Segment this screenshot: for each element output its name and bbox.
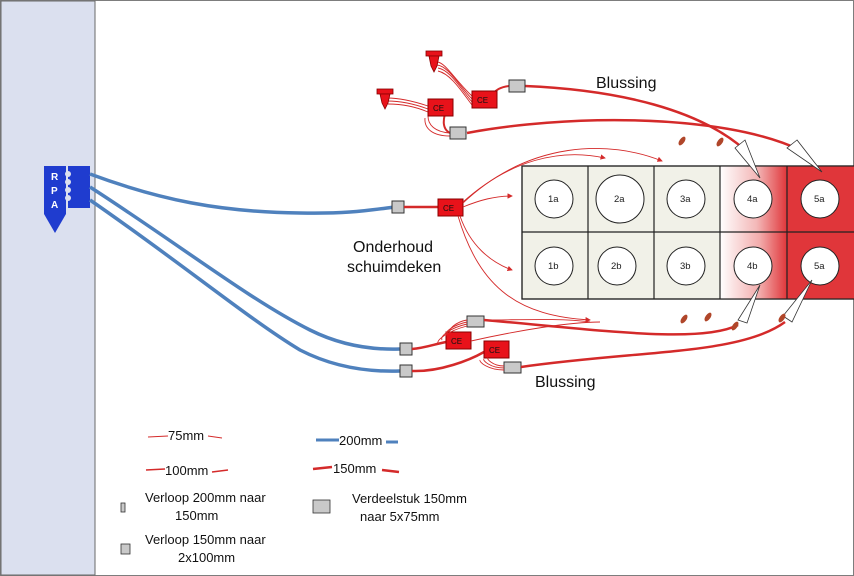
hose-150mm-bottom-2 xyxy=(520,320,786,369)
hose-75mm-arrow xyxy=(462,193,513,208)
tank-label-4a: 4a xyxy=(747,194,758,205)
hose-75mm-arrow xyxy=(459,215,513,271)
hose-150mm-top-1 xyxy=(524,84,746,151)
label-blussing-bottom: Blussing xyxy=(535,374,595,391)
ce-manifold-bottom-2 xyxy=(483,340,510,359)
foam-nozzle-icon xyxy=(376,88,394,110)
legend-reducer-200-line2: 150mm xyxy=(175,508,218,523)
legend: 75mm 100mm 200mm 150mm Verloop 200mm naa… xyxy=(120,428,467,565)
legend-100mm: 100mm xyxy=(165,463,208,478)
reducer-200-150-bottom-1 xyxy=(399,342,413,356)
bottom-blussing-group: CE CE xyxy=(399,279,813,378)
tank-label-3b: 3b xyxy=(680,261,691,272)
rpa-letter-p: P xyxy=(51,186,58,197)
legend-75mm: 75mm xyxy=(168,428,204,443)
legend-200mm: 200mm xyxy=(339,433,382,448)
hose-200mm-center xyxy=(89,172,396,215)
reducer-top-2 xyxy=(449,126,467,140)
hose-75mm-arrow xyxy=(462,147,663,204)
tank-label-3a: 3a xyxy=(680,194,691,205)
hose-200mm-lower-1 xyxy=(89,185,401,351)
ce-manifold-center xyxy=(437,198,464,217)
reducer-bottom-1 xyxy=(466,315,485,328)
top-blussing-group: CE CE xyxy=(376,50,823,179)
ce-label: CE xyxy=(489,346,500,355)
tank-label-1a: 1a xyxy=(548,194,559,205)
rpa-letter-r: R xyxy=(51,172,59,183)
hose-200mm-lower-2 xyxy=(89,198,401,373)
legend-manifold-icon xyxy=(312,499,331,514)
ce-manifold-top-1 xyxy=(471,90,498,109)
legend-reducer-200-icon xyxy=(120,502,126,513)
ce-manifold-bottom-1 xyxy=(445,331,472,350)
shore-panel xyxy=(0,0,96,576)
label-schuimdeken: schuimdeken xyxy=(347,259,441,276)
ce-label: CE xyxy=(477,96,488,105)
foam-drop-markers xyxy=(678,136,786,331)
reducer-top-1 xyxy=(508,79,526,93)
tank-label-4b: 4b xyxy=(747,261,758,272)
legend-reducer-200-line1: Verloop 200mm naar xyxy=(145,490,266,505)
tank-grid: 1a 2a 3a 4a 5a 1b 2b 3b 4b 5a xyxy=(521,165,854,300)
tank-label-2a: 2a xyxy=(614,194,625,205)
hose-150mm-top-2 xyxy=(466,118,801,152)
rpa-letter-a: A xyxy=(51,200,58,211)
hose-75mm-arrow xyxy=(457,215,591,323)
foam-nozzle-icon xyxy=(425,50,443,73)
foam-jet-4b xyxy=(737,284,761,324)
legend-manifold-line1: Verdeelstuk 150mm xyxy=(352,491,467,506)
label-blussing-top: Blussing xyxy=(596,75,656,92)
reducer-200-150-bottom-2 xyxy=(399,364,413,378)
tank-label-2b: 2b xyxy=(611,261,622,272)
ce-label: CE xyxy=(443,204,454,213)
legend-reducer-150-line1: Verloop 150mm naar xyxy=(145,532,266,547)
foam-jet-5a xyxy=(786,139,823,173)
legend-manifold-line2: naar 5x75mm xyxy=(360,509,439,524)
foam-jet-4a xyxy=(734,139,761,179)
ce-manifold-top-2 xyxy=(427,98,454,117)
reducer-bottom-2 xyxy=(503,361,522,374)
ce-label: CE xyxy=(451,337,462,346)
ce-label: CE xyxy=(433,104,444,113)
foam-jet-5a-lower xyxy=(782,279,813,323)
tank-label-5a: 5a xyxy=(814,194,825,205)
reducer-200-150-center xyxy=(391,200,405,214)
blue-hoses-200mm xyxy=(89,172,401,373)
legend-reducer-150-icon xyxy=(120,543,131,555)
tank-label-1b: 1b xyxy=(548,261,559,272)
rpa-unit: R P A xyxy=(44,166,90,233)
legend-150mm: 150mm xyxy=(333,461,376,476)
hose-150mm-bottom-1 xyxy=(483,318,739,336)
tank-label-5a-lower: 5a xyxy=(814,261,825,272)
label-onderhoud: Onderhoud xyxy=(353,239,433,256)
center-foam-group: CE xyxy=(391,147,663,323)
legend-reducer-150-line2: 2x100mm xyxy=(178,550,235,565)
